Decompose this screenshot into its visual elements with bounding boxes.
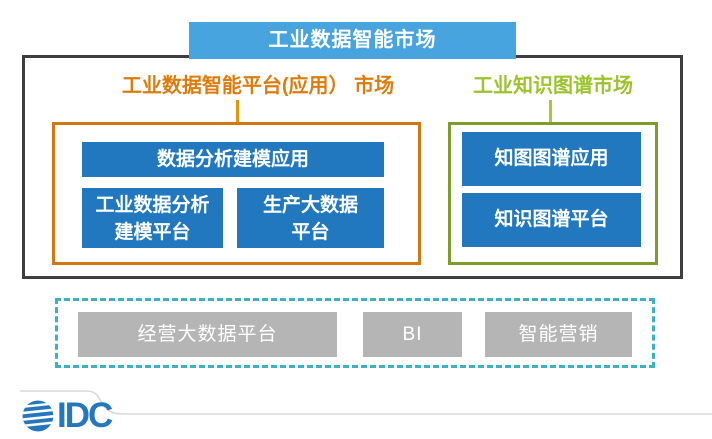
idc-globe-icon bbox=[22, 400, 54, 432]
component-box-knowledge-graph-platform: 知识图谱平台 bbox=[462, 193, 641, 247]
right-connector-line bbox=[549, 100, 552, 124]
left-connector-line bbox=[236, 100, 239, 124]
component-box-data-analysis-app: 数据分析建模应用 bbox=[82, 142, 384, 177]
adjacent-market-dashed-box bbox=[55, 298, 655, 368]
right-section-title: 工业知识图谱市场 bbox=[473, 75, 633, 97]
component-box-industrial-data-platform: 工业数据分析 建模平台 bbox=[82, 188, 223, 248]
adjacent-box-smart-marketing: 智能营销 bbox=[485, 312, 632, 357]
adjacent-box-bi: BI bbox=[363, 312, 462, 357]
footer-swoosh-line bbox=[20, 390, 712, 415]
idc-logo: IDC bbox=[21, 396, 113, 435]
component-box-production-bigdata-platform: 生产大数据 平台 bbox=[237, 188, 384, 248]
component-box-knowledge-graph-app: 知图图谱应用 bbox=[462, 132, 641, 186]
market-title-banner: 工业数据智能市场 bbox=[189, 22, 516, 59]
left-section-title: 工业数据智能平台(应用） 市场 bbox=[121, 75, 395, 97]
idc-logo-text: IDC bbox=[57, 396, 113, 435]
adjacent-box-business-bigdata-platform: 经营大数据平台 bbox=[78, 312, 337, 357]
